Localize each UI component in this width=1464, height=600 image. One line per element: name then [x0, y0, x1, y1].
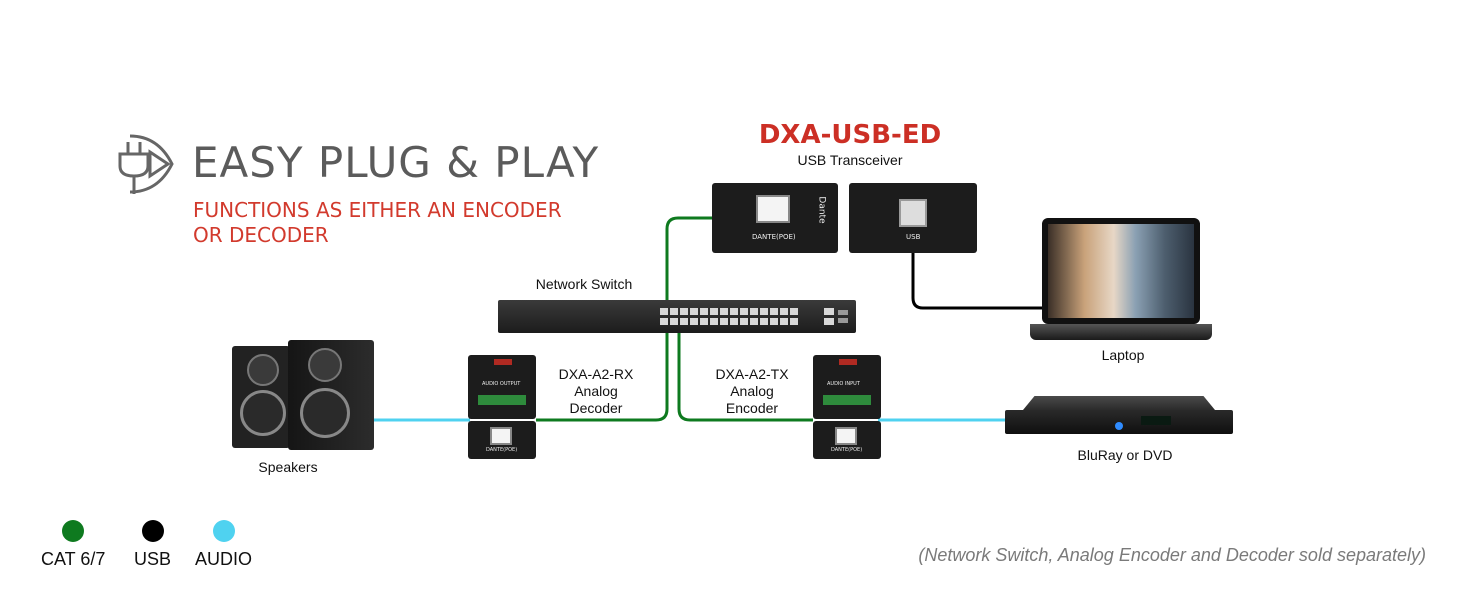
bluray-label: BluRay or DVD: [1077, 447, 1173, 463]
legend-usb-label: USB: [134, 549, 172, 569]
legend: CAT 6/7 USB AUDIO: [40, 520, 280, 570]
legend-cat-dot: [62, 520, 84, 542]
legend-usb-dot: [142, 520, 164, 542]
decoder-panel-label: AUDIO OUTPUT: [482, 381, 521, 387]
encoder-label: DXA-A2-TX Analog Encoder: [704, 366, 800, 417]
transceiver-usb-module: USB: [849, 183, 977, 253]
legend-audio-dot: [213, 520, 235, 542]
decoder-module-top: AUDIO OUTPUT: [468, 355, 536, 419]
transceiver-dante-module: DANTE(POE) Dante: [712, 183, 838, 253]
plug-play-icon: [118, 134, 174, 194]
legend-cat-label: CAT 6/7: [41, 549, 106, 569]
encoder-port-label: DANTE(POE): [831, 447, 863, 453]
encoder-model: DXA-A2-TX: [715, 366, 789, 382]
page-subtitle: FUNCTIONS AS EITHER AN ENCODER OR DECODE…: [193, 198, 562, 248]
speaker-left-tweeter: [247, 354, 279, 386]
cat-cable-transceiver: [665, 216, 712, 305]
page-title: EASY PLUG & PLAY: [192, 138, 600, 187]
bluray-display: [1141, 416, 1171, 425]
speaker-left: [232, 346, 290, 448]
dante-logo: Dante: [816, 196, 827, 224]
decoder-label: DXA-A2-RX Analog Decoder: [548, 366, 644, 417]
switch-ports: [660, 308, 848, 325]
decoder-terminal: [478, 395, 526, 405]
footnote: (Network Switch, Analog Encoder and Deco…: [918, 545, 1426, 565]
speakers: [232, 340, 374, 450]
encoder-accent: [839, 359, 857, 365]
decoder-module-bottom: DANTE(POE): [468, 421, 536, 459]
speakers-label: Speakers: [258, 459, 318, 475]
usb-cable: [911, 253, 1042, 310]
bluray-player: [1005, 396, 1233, 438]
subtitle-line-2: OR DECODER: [193, 223, 329, 247]
laptop: [1030, 218, 1212, 342]
product-name: DXA-USB-ED: [758, 120, 942, 150]
legend-audio-label: AUDIO: [195, 549, 253, 569]
usb-port-label: USB: [906, 233, 921, 241]
product-description: USB Transceiver: [797, 152, 903, 168]
cat-cable-decoder: [536, 333, 669, 422]
encoder-module-bottom: DANTE(POE): [813, 421, 881, 459]
laptop-wallpaper: [1048, 224, 1194, 318]
encoder-rj45-port: [835, 427, 857, 445]
speaker-left-woofer: [240, 390, 286, 436]
laptop-label: Laptop: [1101, 347, 1145, 363]
cat-cable-encoder: [677, 333, 813, 422]
laptop-screen: [1042, 218, 1200, 324]
speaker-right: [288, 340, 374, 450]
laptop-base: [1030, 324, 1212, 340]
bluray-top: [1023, 396, 1215, 410]
speaker-right-woofer: [300, 388, 350, 438]
dante-port: [756, 195, 790, 223]
speaker-right-tweeter: [308, 348, 342, 382]
subtitle-line-1: FUNCTIONS AS EITHER AN ENCODER: [193, 198, 562, 222]
encoder-module-top: AUDIO INPUT: [813, 355, 881, 419]
bluray-front: [1005, 410, 1233, 434]
encoder-terminal: [823, 395, 871, 405]
decoder-port-label: DANTE(POE): [486, 447, 518, 453]
decoder-accent: [494, 359, 512, 365]
dante-port-label: DANTE(POE): [752, 233, 796, 241]
decoder-role: Decoder: [569, 400, 623, 416]
decoder-type: Analog: [574, 383, 618, 399]
decoder-rj45-port: [490, 427, 512, 445]
network-switch: [498, 300, 856, 333]
network-switch-label: Network Switch: [535, 276, 633, 292]
decoder-model: DXA-A2-RX: [558, 366, 634, 382]
bluray-led: [1115, 422, 1123, 430]
usb-b-port: [899, 199, 927, 227]
encoder-type: Analog: [730, 383, 774, 399]
encoder-panel-label: AUDIO INPUT: [827, 381, 860, 387]
encoder-role: Encoder: [725, 400, 779, 416]
